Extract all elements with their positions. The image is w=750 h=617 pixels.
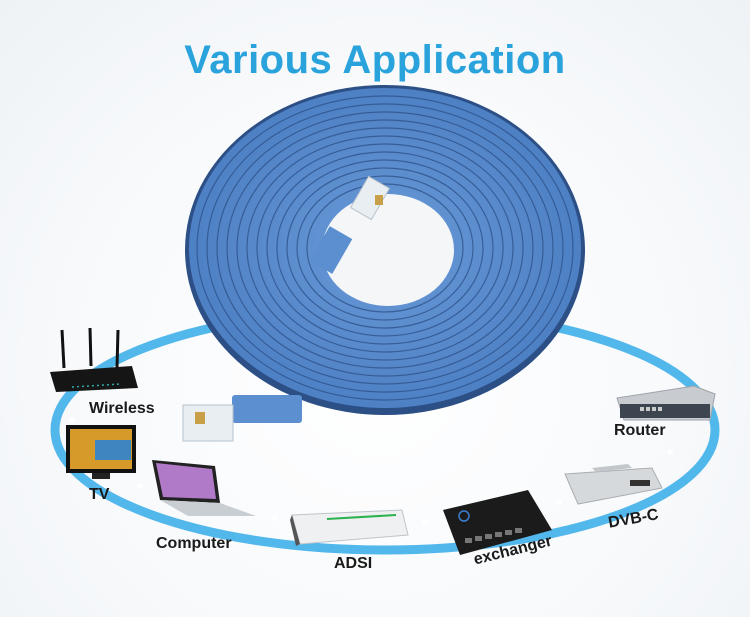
set-top-box-icon bbox=[564, 464, 663, 505]
device-label-computer: Computer bbox=[156, 535, 232, 552]
flat-cable-coil-icon bbox=[182, 85, 585, 442]
wireless-router-icon bbox=[50, 327, 138, 392]
adsl-modem-icon bbox=[290, 509, 409, 546]
router-icon bbox=[616, 385, 716, 421]
device-label-adsi: ADSI bbox=[334, 555, 373, 572]
ethernet-switch-icon bbox=[443, 490, 552, 555]
page-title: Various Application bbox=[184, 38, 566, 82]
device-label-router: Router bbox=[614, 422, 666, 439]
device-label-wireless: Wireless bbox=[89, 400, 155, 417]
tv-icon bbox=[66, 425, 136, 479]
laptop-icon bbox=[152, 460, 256, 516]
device-label-tv: TV bbox=[89, 486, 110, 503]
